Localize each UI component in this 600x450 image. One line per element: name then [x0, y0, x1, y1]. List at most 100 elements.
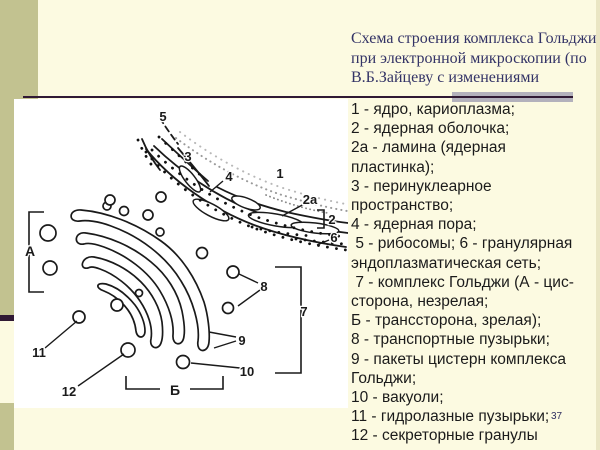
stipple-row: [175, 137, 348, 212]
er-membrane: [145, 148, 347, 248]
pointer-9a: [208, 331, 237, 338]
membrane-sac: [231, 195, 261, 211]
legend-line: 8 - транспортные пузырьки;: [351, 331, 550, 349]
bracket-7: [275, 266, 302, 374]
vesicle: [104, 194, 116, 206]
ribosome-row-dashed: [159, 117, 179, 145]
pointer-2a: [281, 202, 307, 217]
legend-line: 12 - секреторные гранулы: [351, 427, 538, 445]
vacuole: [175, 354, 191, 370]
legend-line: сторона, незрелая;: [351, 293, 489, 311]
vesicles: [39, 191, 240, 370]
title-line: В.Б.Зайцеву с изменениями: [351, 69, 540, 86]
legend: 1 - ядро, кариоплазма; 2 - ядерная оболо…: [351, 100, 598, 446]
diagram-label-3: 3: [184, 149, 191, 164]
diagram-label-12: 12: [62, 384, 76, 399]
title-line: Схема строения комплекса Гольджи: [351, 30, 597, 47]
pointer-lines: [44, 180, 330, 387]
vesicle: [155, 191, 167, 203]
legend-line: 5 - рибосомы; 6 - гранулярная: [351, 235, 573, 253]
legend-line: 1 - ядро, кариоплазма;: [351, 101, 515, 118]
bracket-cis-A: [28, 211, 44, 293]
diagram-label-8: 8: [260, 279, 267, 294]
transport-vesicle: [221, 301, 235, 315]
pointer-8a: [238, 273, 259, 284]
pointer-4: [209, 180, 224, 193]
vesicle: [110, 298, 124, 312]
diagram-label-A: А: [25, 243, 35, 259]
ribosome-dots: [136, 138, 158, 173]
legend-line: 9 - пакеты цистерн комплекса: [351, 350, 566, 368]
budding-vesicle: [118, 205, 130, 217]
diagram-label-11: 11: [32, 345, 46, 360]
pointer-12: [77, 353, 125, 387]
diagram-label-10: 10: [240, 364, 254, 379]
er-membrane-short: [141, 138, 161, 171]
left-accent-bar-bottom: [0, 403, 14, 450]
diagram-label-5: 5: [159, 109, 166, 124]
title-line: при электронной микроскопии (по: [351, 49, 587, 67]
right-edge-strip: [596, 0, 600, 450]
vesicle: [142, 209, 154, 221]
membrane-sac: [192, 198, 230, 222]
legend-line: 3 - перинуклеарное: [351, 177, 492, 195]
hydrolase-vesicle: [72, 310, 86, 324]
golgi-cisterna: [75, 232, 186, 345]
golgi-diagram-svg: 5 3 4 1 2а 2 6 А 8 7 9 11 10 12 Б: [24, 108, 352, 401]
pointer-10: [190, 362, 241, 369]
membrane-sac: [178, 165, 202, 193]
legend-line: 10 - вакуоли;: [351, 389, 444, 407]
pointer-8b: [237, 289, 261, 307]
perinuclear-space-arc: [177, 147, 210, 187]
legend-line: Б - транссторона, зрелая);: [351, 312, 542, 330]
ribosome-dots: [294, 237, 346, 246]
diagram-label-2: 2: [328, 212, 335, 227]
vesicle: [39, 224, 57, 242]
diagram-label-2a: 2а: [303, 192, 318, 207]
legend-line: Гольджи;: [351, 369, 417, 387]
lamina-stipple: [175, 131, 352, 214]
diagram-label-B: Б: [170, 382, 180, 398]
brackets: [28, 209, 325, 390]
page-number: 37: [551, 411, 563, 422]
left-accent-bar-narrow: [0, 100, 14, 316]
diagram-panel: 5 3 4 1 2а 2 6 А 8 7 9 11 10 12 Б: [14, 99, 352, 408]
left-accent-bar-wide: [0, 0, 38, 100]
budding-vesicle: [155, 227, 165, 237]
slide-title: Схема строения комплекса Гольджи при эле…: [351, 29, 597, 88]
nuclear-envelope: [136, 117, 349, 252]
diagram-labels: 5 3 4 1 2а 2 6 А 8 7 9 11 10 12 Б: [24, 108, 339, 401]
secretory-granule: [120, 342, 136, 358]
pointer-9b: [213, 340, 237, 349]
legend-line: пространство;: [351, 197, 454, 215]
legend-line: пластинка);: [351, 158, 435, 176]
legend-line: эндоплазматическая сеть;: [351, 254, 542, 272]
transport-vesicle: [226, 265, 240, 279]
vesicle: [42, 260, 58, 276]
pointer-11: [44, 320, 78, 349]
stipple-row: [179, 131, 352, 206]
ribosome-dots: [144, 150, 348, 252]
divider-line: [23, 96, 573, 98]
diagram-label-1: 1: [276, 166, 283, 181]
bracket-2: [317, 209, 325, 229]
legend-line: 11 - гидролазные пузырьки;: [351, 408, 550, 426]
golgi-stack: [70, 201, 211, 352]
legend-line: 4 - ядерная пора;: [351, 216, 477, 234]
pointer-6: [316, 239, 330, 246]
legend-line: 2а - ламина (ядерная: [351, 139, 506, 157]
bracket-trans-B: [125, 376, 224, 390]
diagram-label-7: 7: [300, 304, 307, 319]
legend-line: 7 - комплекс Гольджи (А - цис-: [351, 273, 574, 291]
golgi-cisterna-inner: [97, 282, 146, 338]
golgi-cisterna: [81, 256, 164, 349]
diagram-label-6: 6: [330, 230, 337, 245]
left-accent-cap: [0, 315, 20, 321]
stipple-row: [265, 194, 329, 214]
legend-line: 2 - ядерная оболочка;: [351, 120, 510, 138]
vesicle: [195, 246, 209, 260]
golgi-cisterna-outer: [70, 209, 211, 352]
diagram-label-4: 4: [225, 169, 233, 184]
vesicle: [134, 288, 144, 298]
